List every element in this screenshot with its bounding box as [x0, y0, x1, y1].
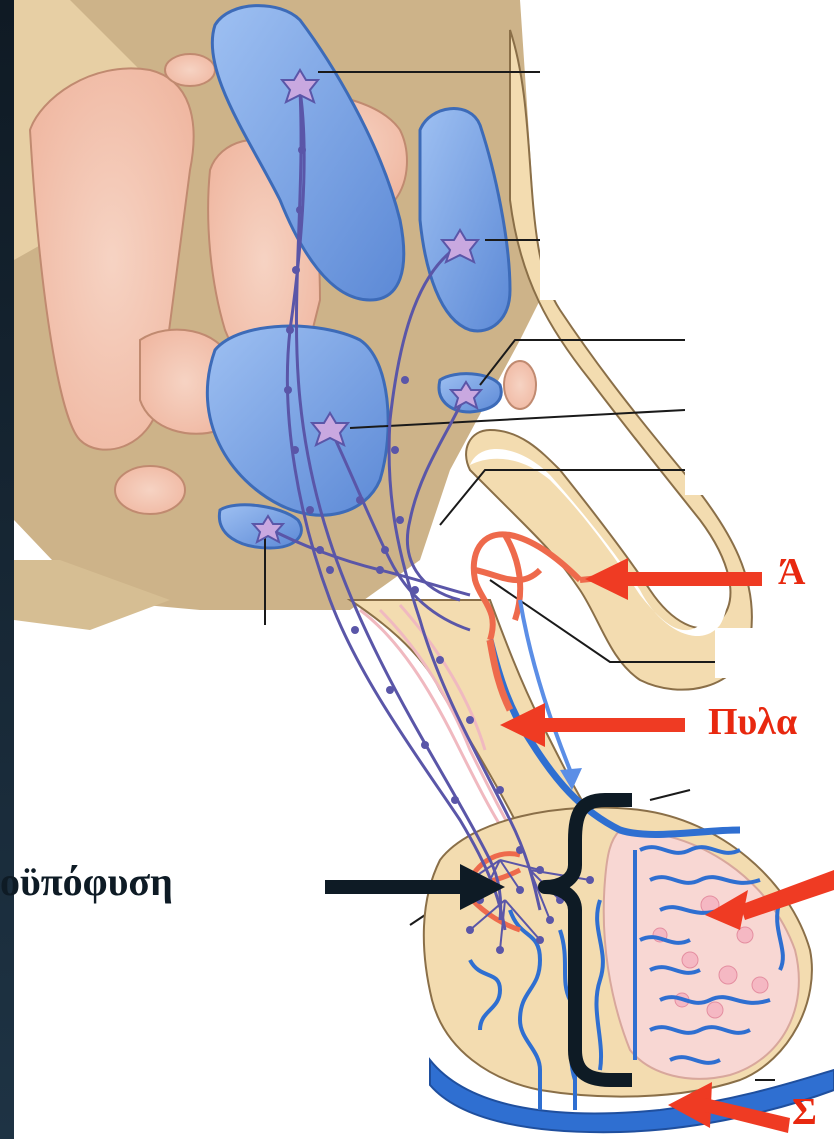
label-pylaia: Πυλα: [708, 700, 797, 744]
label-area-top-right: [540, 0, 834, 300]
label-area-portal: [715, 628, 834, 678]
left-dark-border: [0, 0, 14, 1139]
pink-node-3: [504, 361, 536, 409]
pink-node-2: [115, 466, 185, 514]
pink-node-1: [165, 54, 215, 86]
label-sinus: Σ: [792, 1090, 817, 1134]
label-neurohypophysis: οϋπόφυση: [0, 858, 173, 905]
label-area-right: [685, 330, 834, 495]
label-arteria: Ά: [778, 550, 805, 594]
